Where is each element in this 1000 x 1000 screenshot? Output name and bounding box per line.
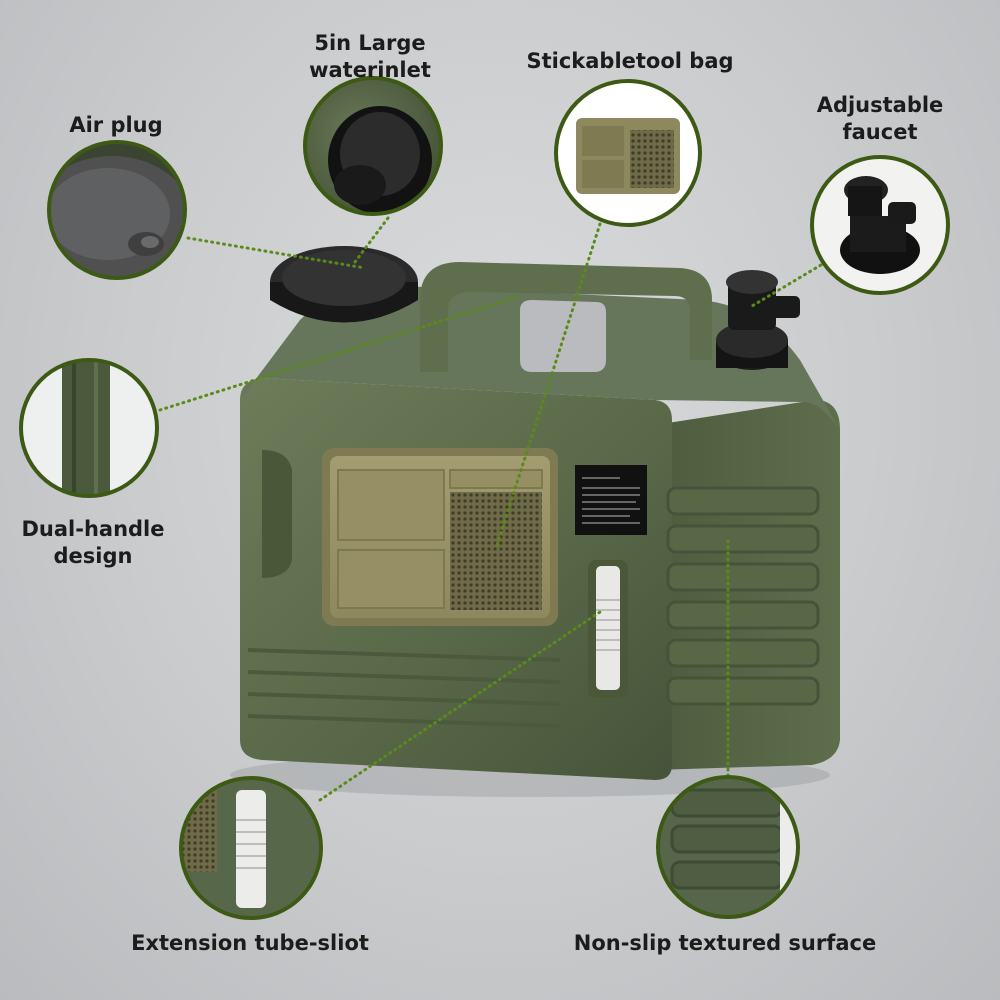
tool-bag-label: Stickabletool bag	[526, 49, 734, 73]
extension-tube-closeup	[179, 776, 323, 920]
air-plug-closeup	[47, 140, 187, 280]
faucet-closeup	[810, 155, 950, 295]
faucet-cap	[716, 270, 800, 370]
textured-surface-closeup	[656, 775, 800, 919]
tool-bag	[322, 448, 558, 626]
water-inlet-closeup	[303, 76, 443, 216]
spec-sticker	[575, 465, 647, 535]
textured-surface-label: Non-slip textured surface	[573, 931, 877, 955]
handle-closeup	[19, 358, 159, 498]
air-plug-label: Air plug	[69, 113, 163, 137]
extension-tube-label: Extension tube-sliot	[131, 931, 369, 955]
tool-bag-closeup	[554, 79, 702, 227]
water-inlet-label: 5in Large waterinlet	[309, 31, 431, 82]
water-inlet-cap	[270, 246, 418, 323]
extension-tube	[588, 560, 628, 698]
handle-label: Dual-handle design	[21, 517, 165, 568]
faucet-label: Adjustable faucet	[816, 93, 944, 144]
water-jerry-can	[230, 246, 840, 797]
leader-lines	[158, 216, 828, 802]
